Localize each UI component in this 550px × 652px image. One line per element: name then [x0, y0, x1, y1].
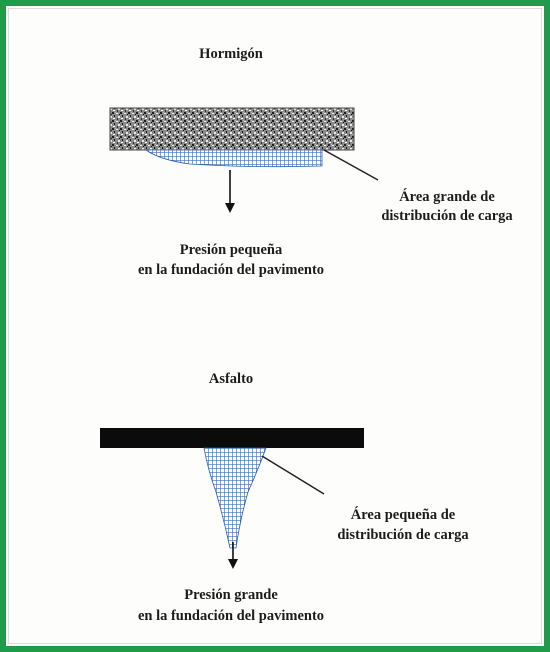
- asphalt-down-arrow: [228, 542, 238, 569]
- asphalt-callout-label-line1: Área pequeña de: [350, 507, 456, 523]
- asphalt-result-line1: Presión grande: [184, 587, 278, 603]
- asphalt-callout-line: [261, 455, 325, 495]
- asphalt-title: Asfalto: [208, 371, 254, 387]
- concrete-callout-label-line1: Área grande de: [399, 189, 495, 205]
- asphalt-slab: [100, 428, 364, 448]
- concrete-result-line1: Presión pequeña: [179, 242, 283, 258]
- concrete-down-arrow: [225, 170, 235, 213]
- concrete-slab: [109, 107, 355, 151]
- concrete-pressure-distribution: [144, 149, 323, 168]
- concrete-callout-label-line2: distribución de carga: [381, 208, 513, 224]
- asphalt-callout-label-line2: distribución de carga: [337, 527, 469, 543]
- concrete-callout-line: [323, 149, 379, 181]
- concrete-result-line2: en la fundación del pavimento: [137, 262, 325, 278]
- concrete-title: Hormigón: [199, 46, 263, 62]
- asphalt-result-line2: en la fundación del pavimento: [137, 608, 325, 624]
- asphalt-pressure-distribution: [203, 447, 267, 549]
